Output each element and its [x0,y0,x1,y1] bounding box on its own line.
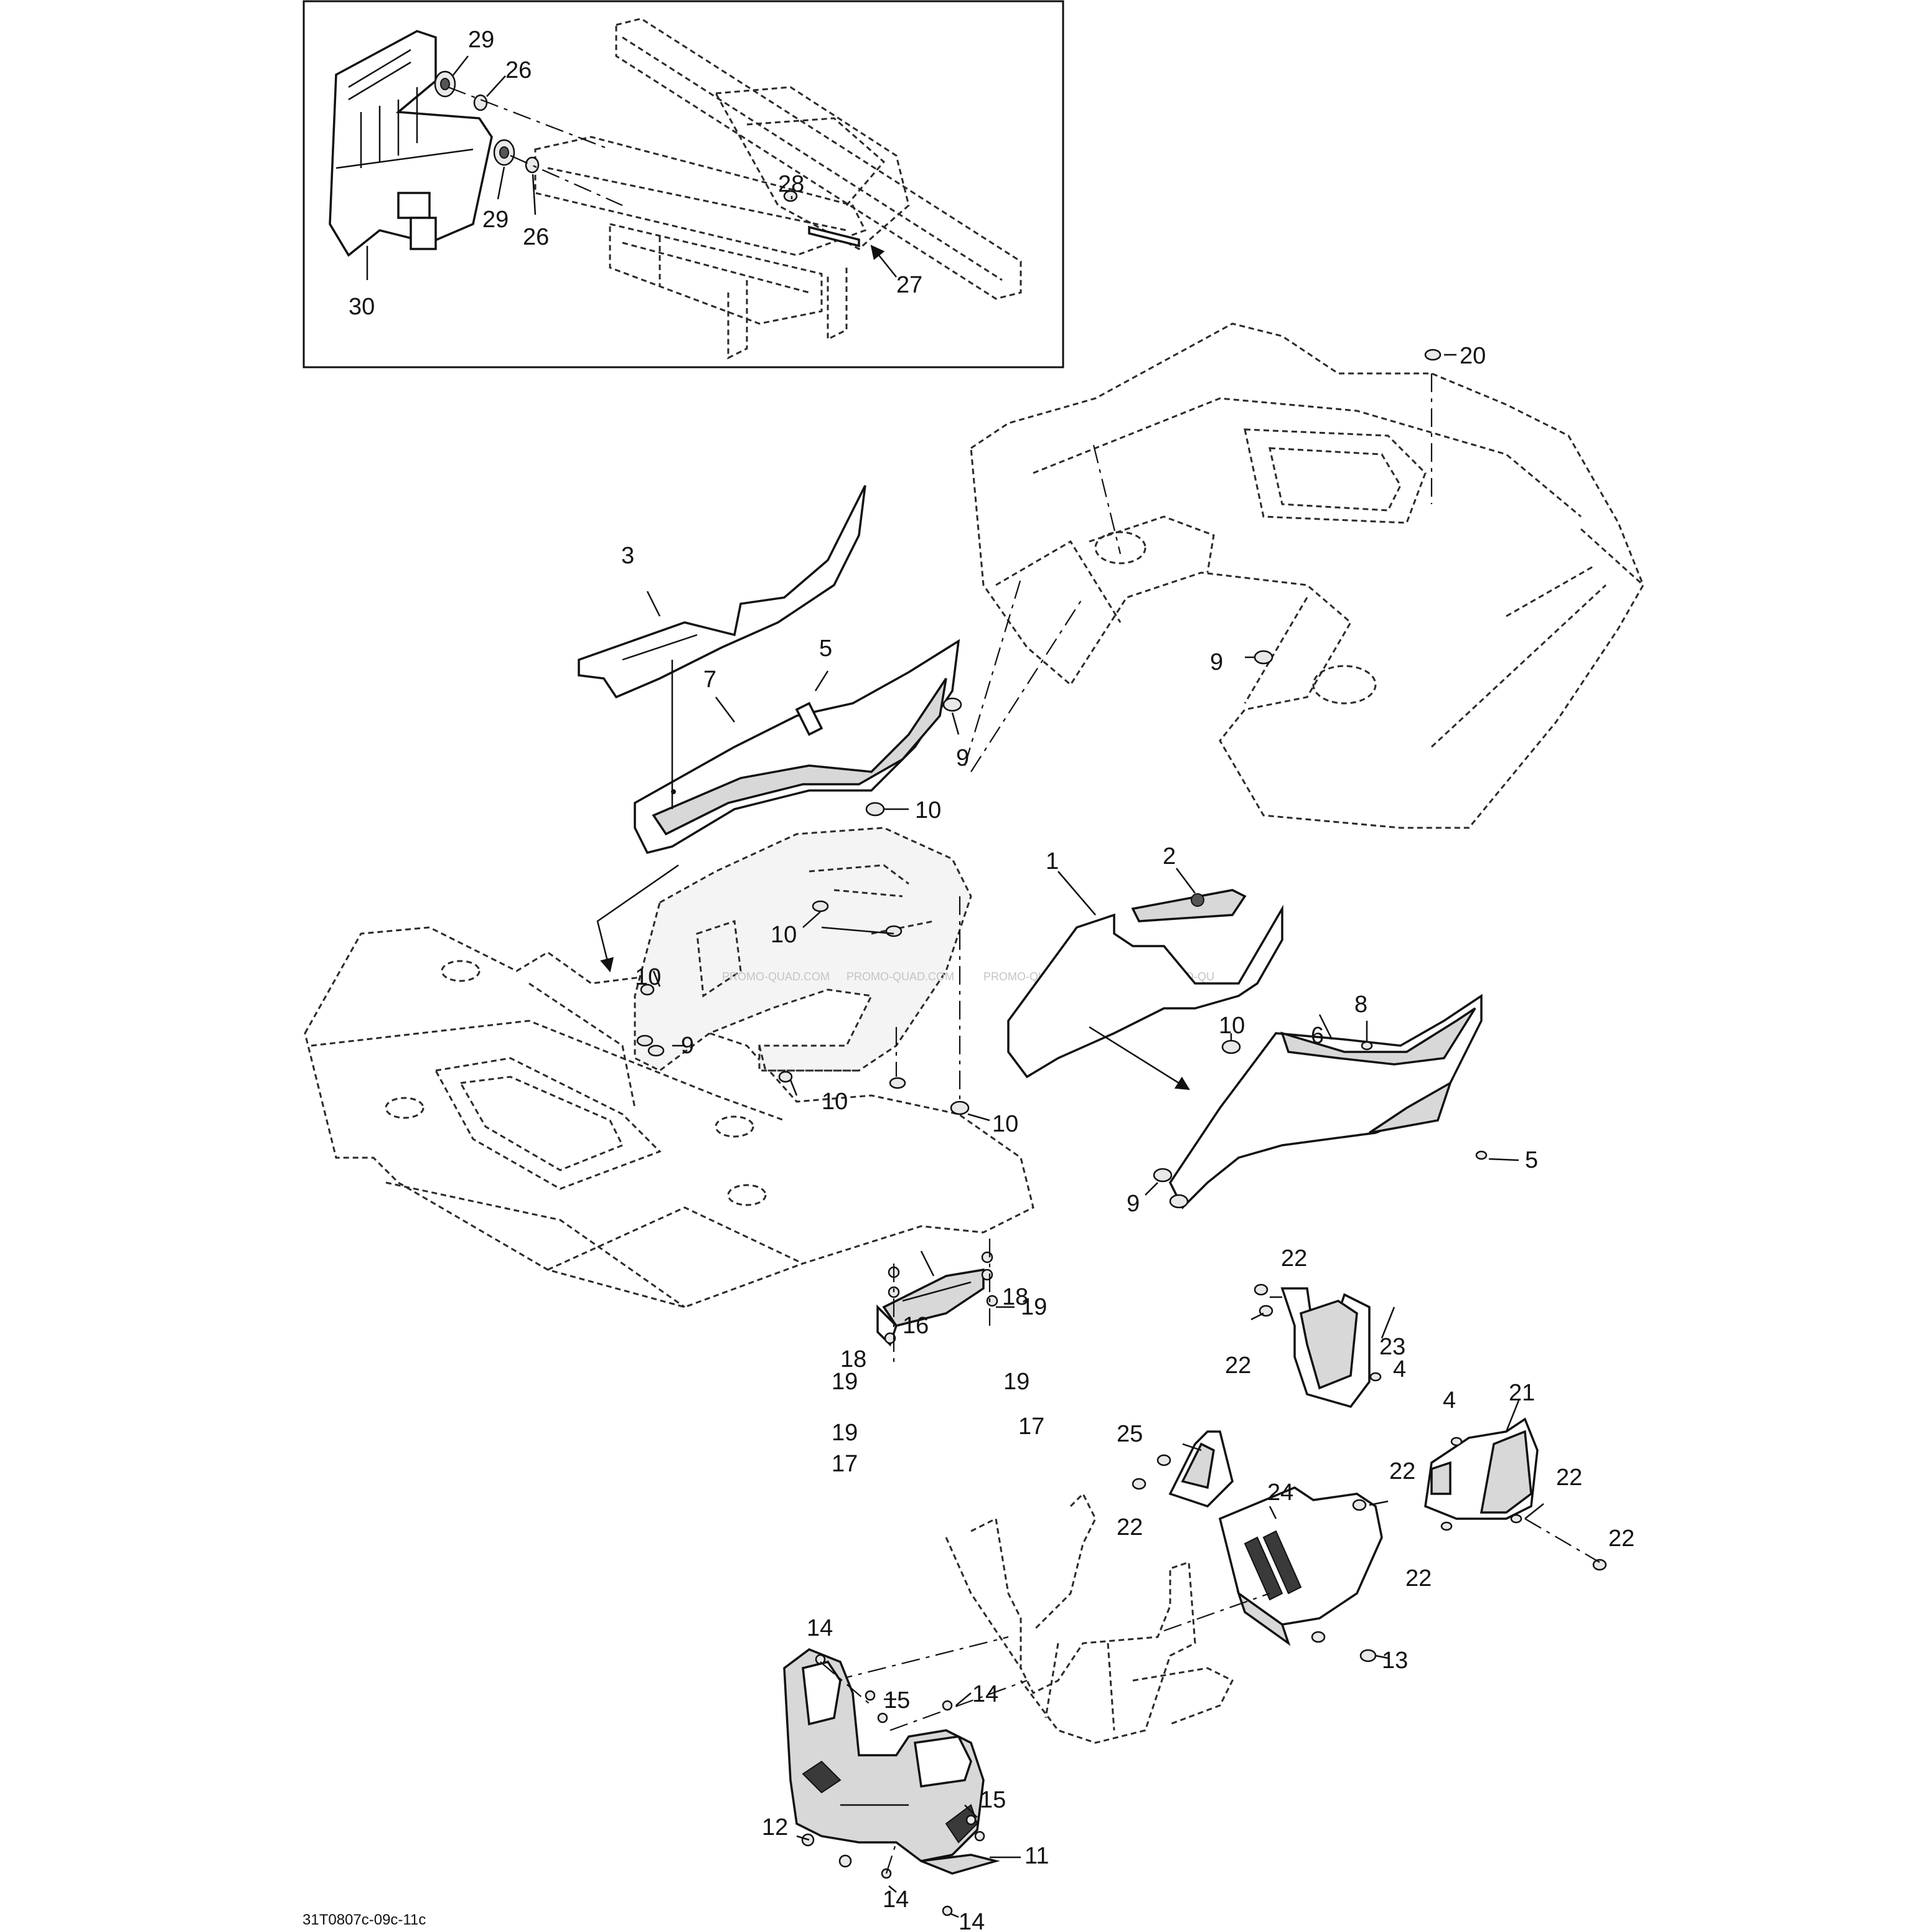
callout-19-a: 19 [1021,1294,1047,1320]
part-25-bracket [1132,1430,1234,1508]
front-fender [304,926,1034,1308]
callout-22-e: 22 [1117,1514,1143,1540]
callout-15-b: 15 [980,1787,1006,1813]
callout-2: 2 [1163,843,1176,870]
callout-22-g: 22 [1405,1565,1432,1592]
part-21-guard [1424,1400,1607,1571]
callout-7: 7 [703,667,716,693]
callout-22-f: 22 [1608,1526,1634,1552]
callout-6: 6 [1311,1023,1324,1049]
part-3-side-panel [578,485,866,699]
inset-rear-frame [534,17,1022,360]
callout-10-inner-a: 10 [771,922,797,948]
callout-23: 23 [1379,1334,1405,1360]
callout-8: 8 [1354,992,1367,1018]
callout-9-rear-fender: 9 [1210,649,1223,675]
callout-29-bottom: 29 [482,207,509,233]
callout-14-d: 14 [959,1909,985,1932]
callout-18-left: 18 [840,1346,866,1372]
watermark-2: PROMO-QUAD.COM [846,970,954,983]
callout-13: 13 [1382,1648,1408,1674]
rear-fender [970,322,1644,829]
callout-20: 20 [1460,343,1486,369]
callout-5-upper: 5 [819,635,832,662]
inset-part-30 [329,30,493,257]
part-16-bracket [876,1239,1015,1363]
front-frame [833,1492,1270,1744]
part-11-front-cover [783,1648,1021,1918]
callout-4-a: 4 [1393,1356,1406,1382]
callout-10-part6: 10 [1219,1013,1245,1039]
callout-26-top: 26 [505,57,532,83]
callout-10-inner-d: 10 [992,1111,1018,1137]
callout-14-a: 14 [807,1615,833,1641]
part-23-cover [1250,1283,1395,1409]
part-1-side-panel [1007,871,1283,1079]
document-reference: 31T0807c-09c-11c [302,1911,426,1928]
callout-25: 25 [1117,1421,1143,1447]
inset-callouts: 29 26 28 29 26 27 30 [349,27,922,320]
callout-4-b: 4 [1443,1387,1456,1414]
callout-21: 21 [1509,1380,1535,1406]
callout-1: 1 [1046,848,1059,875]
callout-17-right: 17 [1018,1414,1044,1440]
callout-10-part7: 10 [915,797,941,823]
callout-9-part7: 9 [956,745,969,771]
callout-27: 27 [896,272,922,298]
callout-labels: 20 3 5 7 9 9 10 2 1 10 10 9 10 8 6 10 10… [621,343,1634,1932]
callout-19-c: 19 [1003,1369,1029,1395]
callout-28: 28 [778,171,804,197]
inset-hardware [366,55,897,280]
callout-30: 30 [349,294,375,320]
callout-18-right: 18 [1002,1284,1028,1310]
callout-29-top: 29 [468,27,494,53]
callout-3: 3 [621,543,634,569]
callout-14-c: 14 [883,1887,909,1913]
part-2-step [1131,868,1247,922]
callout-19-b: 19 [832,1369,858,1395]
callout-10-inner-c: 10 [822,1089,848,1115]
front-inner-panel [634,827,990,1122]
callout-22-b: 22 [1225,1353,1251,1379]
callout-11: 11 [1025,1843,1049,1869]
inset-box: 29 26 28 29 26 27 30 [302,0,1064,368]
watermark-1: PROMO-QUAD.COM [722,970,830,983]
callout-10-inner-b: 10 [635,964,661,990]
callout-26-bottom: 26 [523,224,549,250]
callout-9-part6: 9 [1127,1191,1140,1217]
callout-12: 12 [762,1814,788,1841]
callout-19-d: 19 [832,1420,858,1446]
callout-15-a: 15 [884,1687,910,1714]
callout-16: 16 [903,1313,929,1339]
part-24-skid-plate [1218,1486,1389,1662]
callout-17-left: 17 [832,1451,858,1477]
part-6-side-panel [1089,993,1519,1209]
callout-5-lower: 5 [1525,1147,1538,1173]
callout-22-c: 22 [1389,1458,1415,1484]
part-7-side-panel [596,578,1084,973]
callout-24: 24 [1267,1479,1293,1506]
callout-9-inner: 9 [681,1033,694,1059]
callout-22-a: 22 [1281,1245,1307,1272]
callout-14-b: 14 [972,1681,998,1707]
callout-22-d: 22 [1556,1465,1582,1491]
